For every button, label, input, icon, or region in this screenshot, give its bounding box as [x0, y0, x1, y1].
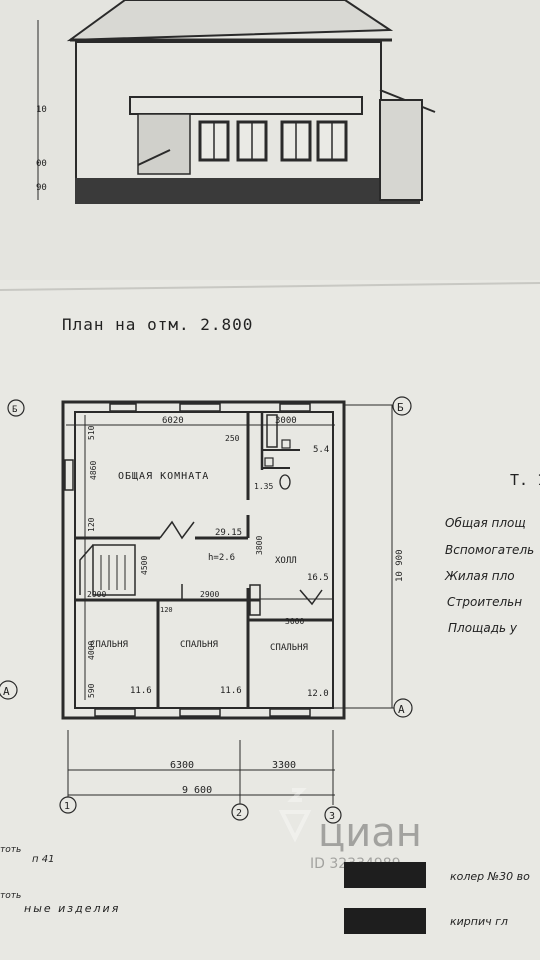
double-door: [159, 520, 195, 540]
staircase: [92, 544, 136, 596]
room-area-hall: 16.5: [307, 573, 329, 583]
dim-left-510: 510: [87, 425, 96, 440]
legend-label-paint: колер №30 во: [450, 870, 530, 883]
dim-bottom-total: 9 600: [182, 785, 212, 796]
room-name-living: Общая комната: [118, 471, 209, 482]
sink: [264, 457, 274, 467]
axis-bubble-b: [392, 396, 412, 416]
window-mark: [269, 708, 311, 717]
table-label: Т. 1: [510, 471, 540, 489]
dim-inner-250: 250: [225, 434, 240, 443]
bottom-note: тоть: [0, 891, 21, 901]
dim-inner-120: 120: [160, 606, 173, 614]
room-name-bed1: Спальня: [90, 640, 128, 650]
elevation-mark: 00: [36, 159, 47, 169]
watermark-logo-icon: [278, 788, 312, 843]
room-area-wc: 1.35: [254, 482, 273, 491]
side-note-area: Площадь у: [448, 621, 518, 635]
legend-swatch-paint: [344, 862, 426, 888]
bottom-note: ные изделия: [24, 902, 120, 915]
facade-plinth: [75, 178, 420, 204]
axis-label-a: A: [398, 703, 405, 716]
bottom-note: п 41: [32, 854, 54, 865]
porch-railing: [137, 149, 171, 166]
porch-canopy: [129, 96, 363, 115]
room-area-living: 29.15: [215, 528, 242, 538]
room-area-bed2: 11.6: [220, 686, 242, 696]
washbasin: [281, 439, 291, 449]
axis-bubble-a-left: [0, 680, 18, 700]
stair-landing: [79, 544, 94, 595]
axis-label-a-left: A: [3, 685, 10, 698]
window-mark: [64, 459, 74, 491]
watermark: циан ID 32334989: [278, 788, 422, 872]
watermark-brand: циан: [318, 810, 422, 856]
dim-left-590: 590: [87, 683, 96, 698]
dim-inner-4500: 4500: [140, 556, 149, 575]
axis-markers: [0, 396, 413, 824]
bathtub: [266, 414, 278, 448]
axis-bubble-a: [393, 698, 413, 718]
axis-label-1: 1: [64, 801, 70, 812]
inner-wall-outline: [74, 411, 334, 709]
room-name-bed3: Спальня: [270, 643, 308, 653]
elevation-mark: 90: [36, 183, 47, 193]
plan-title: План на отм. 2.800: [62, 315, 253, 334]
side-note-living-area: Жилая пло: [444, 569, 515, 583]
room-area-bed3: 12.0: [307, 689, 329, 699]
dim-right-total: 10 900: [395, 549, 405, 582]
axis-label-2: 2: [236, 808, 242, 819]
axis-label-b-left: Б: [12, 405, 17, 415]
side-note-construction: Строительн: [447, 595, 522, 609]
ceiling-height: h=2.6: [208, 553, 235, 563]
bottom-note: тоть: [0, 845, 21, 855]
window-mark: [94, 708, 136, 717]
porch-opening: [137, 113, 191, 175]
shaft: [249, 584, 261, 616]
outer-wall-outline: [61, 400, 346, 720]
roof-shape: [66, 0, 394, 42]
dim-left-lower: 4000: [87, 641, 96, 660]
axis-bubble-3: [324, 806, 342, 824]
room-name-hall: Холл: [275, 556, 297, 566]
dim-left-upper: 4860: [89, 461, 98, 480]
dimension-lines: [66, 404, 400, 805]
dim-mid-right: 3000: [285, 617, 304, 626]
dim-bottom-right: 3300: [272, 760, 296, 771]
axis-bubble-2: [231, 803, 249, 821]
side-annex: [379, 99, 423, 201]
toilet: [279, 474, 291, 490]
paper-fold: [0, 282, 540, 291]
facade-elevation: [37, 0, 436, 204]
axis-label-b: Б: [397, 401, 404, 414]
axis-bubble-b-left: [7, 399, 25, 417]
dim-mid-left: 2900: [87, 590, 106, 599]
axis-label-3: 3: [329, 811, 335, 822]
room-name-bed2: Спальня: [180, 640, 218, 650]
door-swing: [299, 589, 323, 606]
legend-label-brick: кирпич гл: [450, 915, 508, 928]
room-area-bath: 5.4: [313, 445, 329, 455]
window-mark: [109, 403, 137, 412]
axis-bubble-1: [59, 796, 77, 814]
room-area-bed1: 11.6: [130, 686, 152, 696]
dim-mid-mid: 2900: [200, 590, 219, 599]
dim-top-right: 3000: [275, 416, 297, 426]
plan-walls: [61, 400, 346, 720]
window-mark: [279, 403, 311, 412]
elevation-mark: 10: [36, 105, 47, 115]
side-note-total-area: Общая площ: [445, 516, 526, 530]
dim-inner-3800: 3800: [255, 536, 264, 555]
dim-top-left: 6020: [162, 416, 184, 426]
dim-left-120: 120: [87, 517, 96, 532]
side-note-auxiliary: Вспомогатель: [445, 543, 534, 557]
dim-bottom-left: 6300: [170, 760, 194, 771]
window-mark: [179, 403, 221, 412]
window-mark: [179, 708, 221, 717]
legend-swatch-brick: [344, 908, 426, 934]
watermark-id: ID 32334989: [310, 856, 401, 872]
